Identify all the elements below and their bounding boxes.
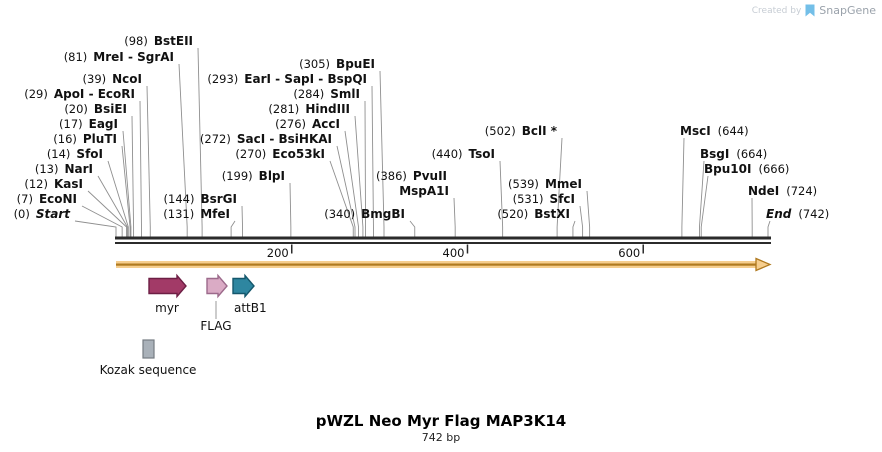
site-label[interactable]: (386)PvuII <box>376 169 447 183</box>
site-leader-line <box>329 160 354 237</box>
site-leader-line <box>700 175 709 237</box>
site-label[interactable]: End(742) <box>766 207 829 221</box>
site-leader-line <box>197 47 203 237</box>
snapgene-watermark[interactable]: Created by SnapGene <box>752 4 876 17</box>
site-label[interactable]: (539)MmeI <box>508 177 582 191</box>
site-leader-line <box>572 220 576 237</box>
site-label[interactable]: (7)EcoNI <box>17 192 77 206</box>
site-label[interactable]: (17)EagI <box>59 117 118 131</box>
site-label[interactable]: (16)PluTI <box>53 132 117 146</box>
site-label[interactable]: (39)NcoI <box>83 72 142 86</box>
site-leader-line <box>121 145 131 237</box>
site-label[interactable]: (144)BsrGI <box>164 192 237 206</box>
site-label[interactable]: (305)BpuEI <box>299 57 375 71</box>
marker-box-kozak[interactable] <box>142 339 155 359</box>
backbone-line-bottom <box>115 242 771 244</box>
site-label[interactable]: MspA1I <box>399 184 449 198</box>
site-label[interactable]: (276)AccI <box>275 117 340 131</box>
site-leader-line <box>379 70 385 237</box>
site-label[interactable]: (98)BstEII <box>124 34 193 48</box>
site-leader-line <box>107 160 129 237</box>
site-leader-line <box>409 220 416 237</box>
site-label[interactable]: Bpu10I(666) <box>704 162 789 176</box>
site-leader-line <box>146 85 151 237</box>
snapgene-logo-icon <box>805 4 815 17</box>
site-leader-line <box>364 100 367 237</box>
site-leader-line <box>230 220 236 237</box>
feature-label-attb1[interactable]: attB1 <box>234 301 267 315</box>
site-leader-line <box>74 220 117 237</box>
site-label[interactable]: (12)KasI <box>24 177 83 191</box>
ruler-tick-label: 600 <box>618 246 640 260</box>
plasmid-title: pWZL Neo Myr Flag MAP3K14 <box>315 412 567 430</box>
feature-arrow-attb1[interactable] <box>232 273 255 299</box>
site-leader-line <box>344 130 359 237</box>
site-leader-line <box>178 63 188 237</box>
site-leader-line <box>87 190 127 237</box>
feature-arrow-myr[interactable] <box>148 273 187 299</box>
site-leader-line <box>586 190 591 237</box>
site-leader-line <box>556 137 563 237</box>
site-leader-line <box>453 197 456 237</box>
site-leader-line <box>767 220 771 237</box>
site-label[interactable]: (531)SfcI <box>513 192 575 206</box>
site-label[interactable]: (340)BmgBI <box>324 207 405 221</box>
site-label[interactable]: (281)HindIII <box>268 102 350 116</box>
site-label[interactable]: MscI(644) <box>680 124 749 138</box>
backbone-line-top <box>115 236 771 240</box>
ruler-tick-label: 400 <box>443 246 465 260</box>
site-label[interactable]: (81)MreI - SgrAI <box>64 50 174 64</box>
site-label[interactable]: (199)BlpI <box>222 169 285 183</box>
feature-label-flag[interactable]: FLAG <box>200 319 231 333</box>
site-label[interactable]: (20)BsiEI <box>64 102 127 116</box>
site-label[interactable]: (270)Eco53kI <box>235 147 325 161</box>
site-leader-line <box>371 85 374 237</box>
orf-arrow-core <box>116 263 756 266</box>
site-label[interactable]: (440)TsoI <box>432 147 495 161</box>
site-leader-line <box>681 137 685 237</box>
site-leader-line <box>699 160 705 237</box>
watermark-brand-label: SnapGene <box>819 4 876 17</box>
site-leader-line <box>336 145 356 237</box>
feature-arrow-flag[interactable] <box>206 273 228 299</box>
site-leader-line <box>579 205 584 237</box>
site-leader-line <box>131 115 135 237</box>
site-label[interactable]: NdeI(724) <box>748 184 817 198</box>
feature-label-myr[interactable]: myr <box>155 301 179 315</box>
site-label[interactable]: (293)EarI - SapI - BspQI <box>207 72 367 86</box>
watermark-created-by-label: Created by <box>751 5 802 16</box>
site-leader-line <box>499 160 504 237</box>
site-label[interactable]: (502)BclI * <box>485 124 558 138</box>
site-label[interactable]: (13)NarI <box>35 162 93 176</box>
site-leader-line <box>97 175 128 237</box>
marker-label-kozak[interactable]: Kozak sequence <box>100 363 197 377</box>
site-label[interactable]: (14)SfoI <box>47 147 103 161</box>
plasmid-length: 742 bp <box>421 431 461 444</box>
site-leader-line <box>354 115 364 237</box>
site-label[interactable]: (0)Start <box>14 207 72 221</box>
site-label[interactable]: (29)ApoI - EcoRI <box>24 87 135 101</box>
site-label[interactable]: (131)MfeI <box>163 207 230 221</box>
site-leader-line <box>139 100 142 237</box>
site-label[interactable]: (272)SacI - BsiHKAI <box>200 132 332 146</box>
site-leader-line <box>289 182 292 237</box>
site-leader-line <box>241 205 243 237</box>
site-leader-line <box>122 130 132 237</box>
ruler-tick-label: 200 <box>267 246 289 260</box>
site-label[interactable]: (520)BstXI <box>497 207 570 221</box>
orf-arrow-head <box>755 257 772 272</box>
site-leader-line <box>81 205 123 237</box>
site-label[interactable]: (284)SmlI <box>293 87 360 101</box>
site-label[interactable]: BsgI(664) <box>700 147 767 161</box>
